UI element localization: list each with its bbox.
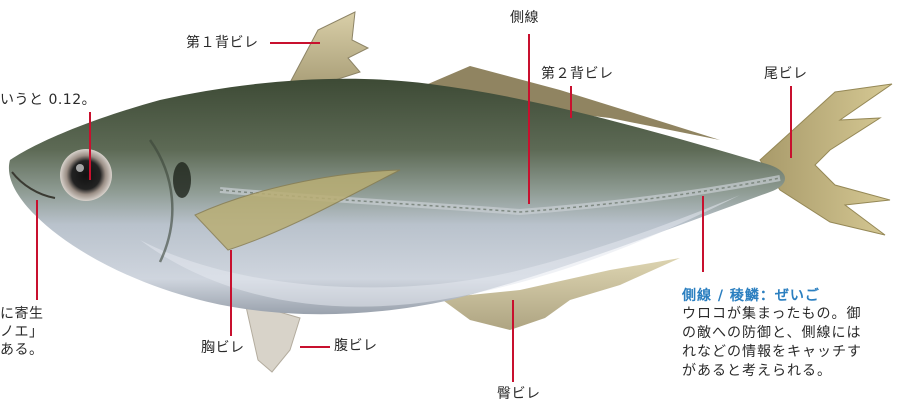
label-pelvic-fin: 腹ビレ <box>334 338 378 355</box>
parasite-note-line-3: ある。 <box>0 342 44 359</box>
parasite-note-line-2: ノエ」 <box>0 324 44 341</box>
leader-dorsal-fin-2 <box>570 86 572 118</box>
label-anal-fin: 臀ビレ <box>497 386 541 403</box>
scute-note-line-2: の敵への防御と、側線には <box>682 325 861 343</box>
leader-mouth <box>36 200 38 300</box>
scute-note-line-3: れなどの情報をキャッチす <box>682 344 862 362</box>
label-dorsal-fin-1: 第１背ビレ <box>186 35 259 52</box>
leader-anal-fin <box>512 300 514 382</box>
leader-scute <box>702 196 704 272</box>
label-pectoral-fin: 胸ビレ <box>201 340 245 357</box>
scute-note-line-1: ウロコが集まったもの。御 <box>682 306 861 324</box>
leader-eye <box>89 112 91 180</box>
label-lateral-line: 側線 <box>510 10 539 27</box>
leader-dorsal-fin-1-h <box>270 42 320 44</box>
leader-lateral-line <box>528 34 530 204</box>
eye-shape <box>60 149 112 201</box>
leader-pectoral-fin <box>230 250 232 336</box>
label-dorsal-fin-2: 第２背ビレ <box>541 66 614 83</box>
scute-note-line-4: があると考えられる。 <box>682 363 832 381</box>
label-eye-note: いうと 0.12。 <box>0 92 96 109</box>
leader-tail-fin <box>790 86 792 158</box>
scute-note-title: 側線 / 稜鱗：ぜいご <box>682 285 820 305</box>
tail-fin-shape <box>760 84 892 235</box>
leader-pelvic-fin <box>300 346 330 348</box>
label-tail-fin: 尾ビレ <box>764 66 808 83</box>
parasite-note-line-1: に寄生 <box>0 306 44 323</box>
